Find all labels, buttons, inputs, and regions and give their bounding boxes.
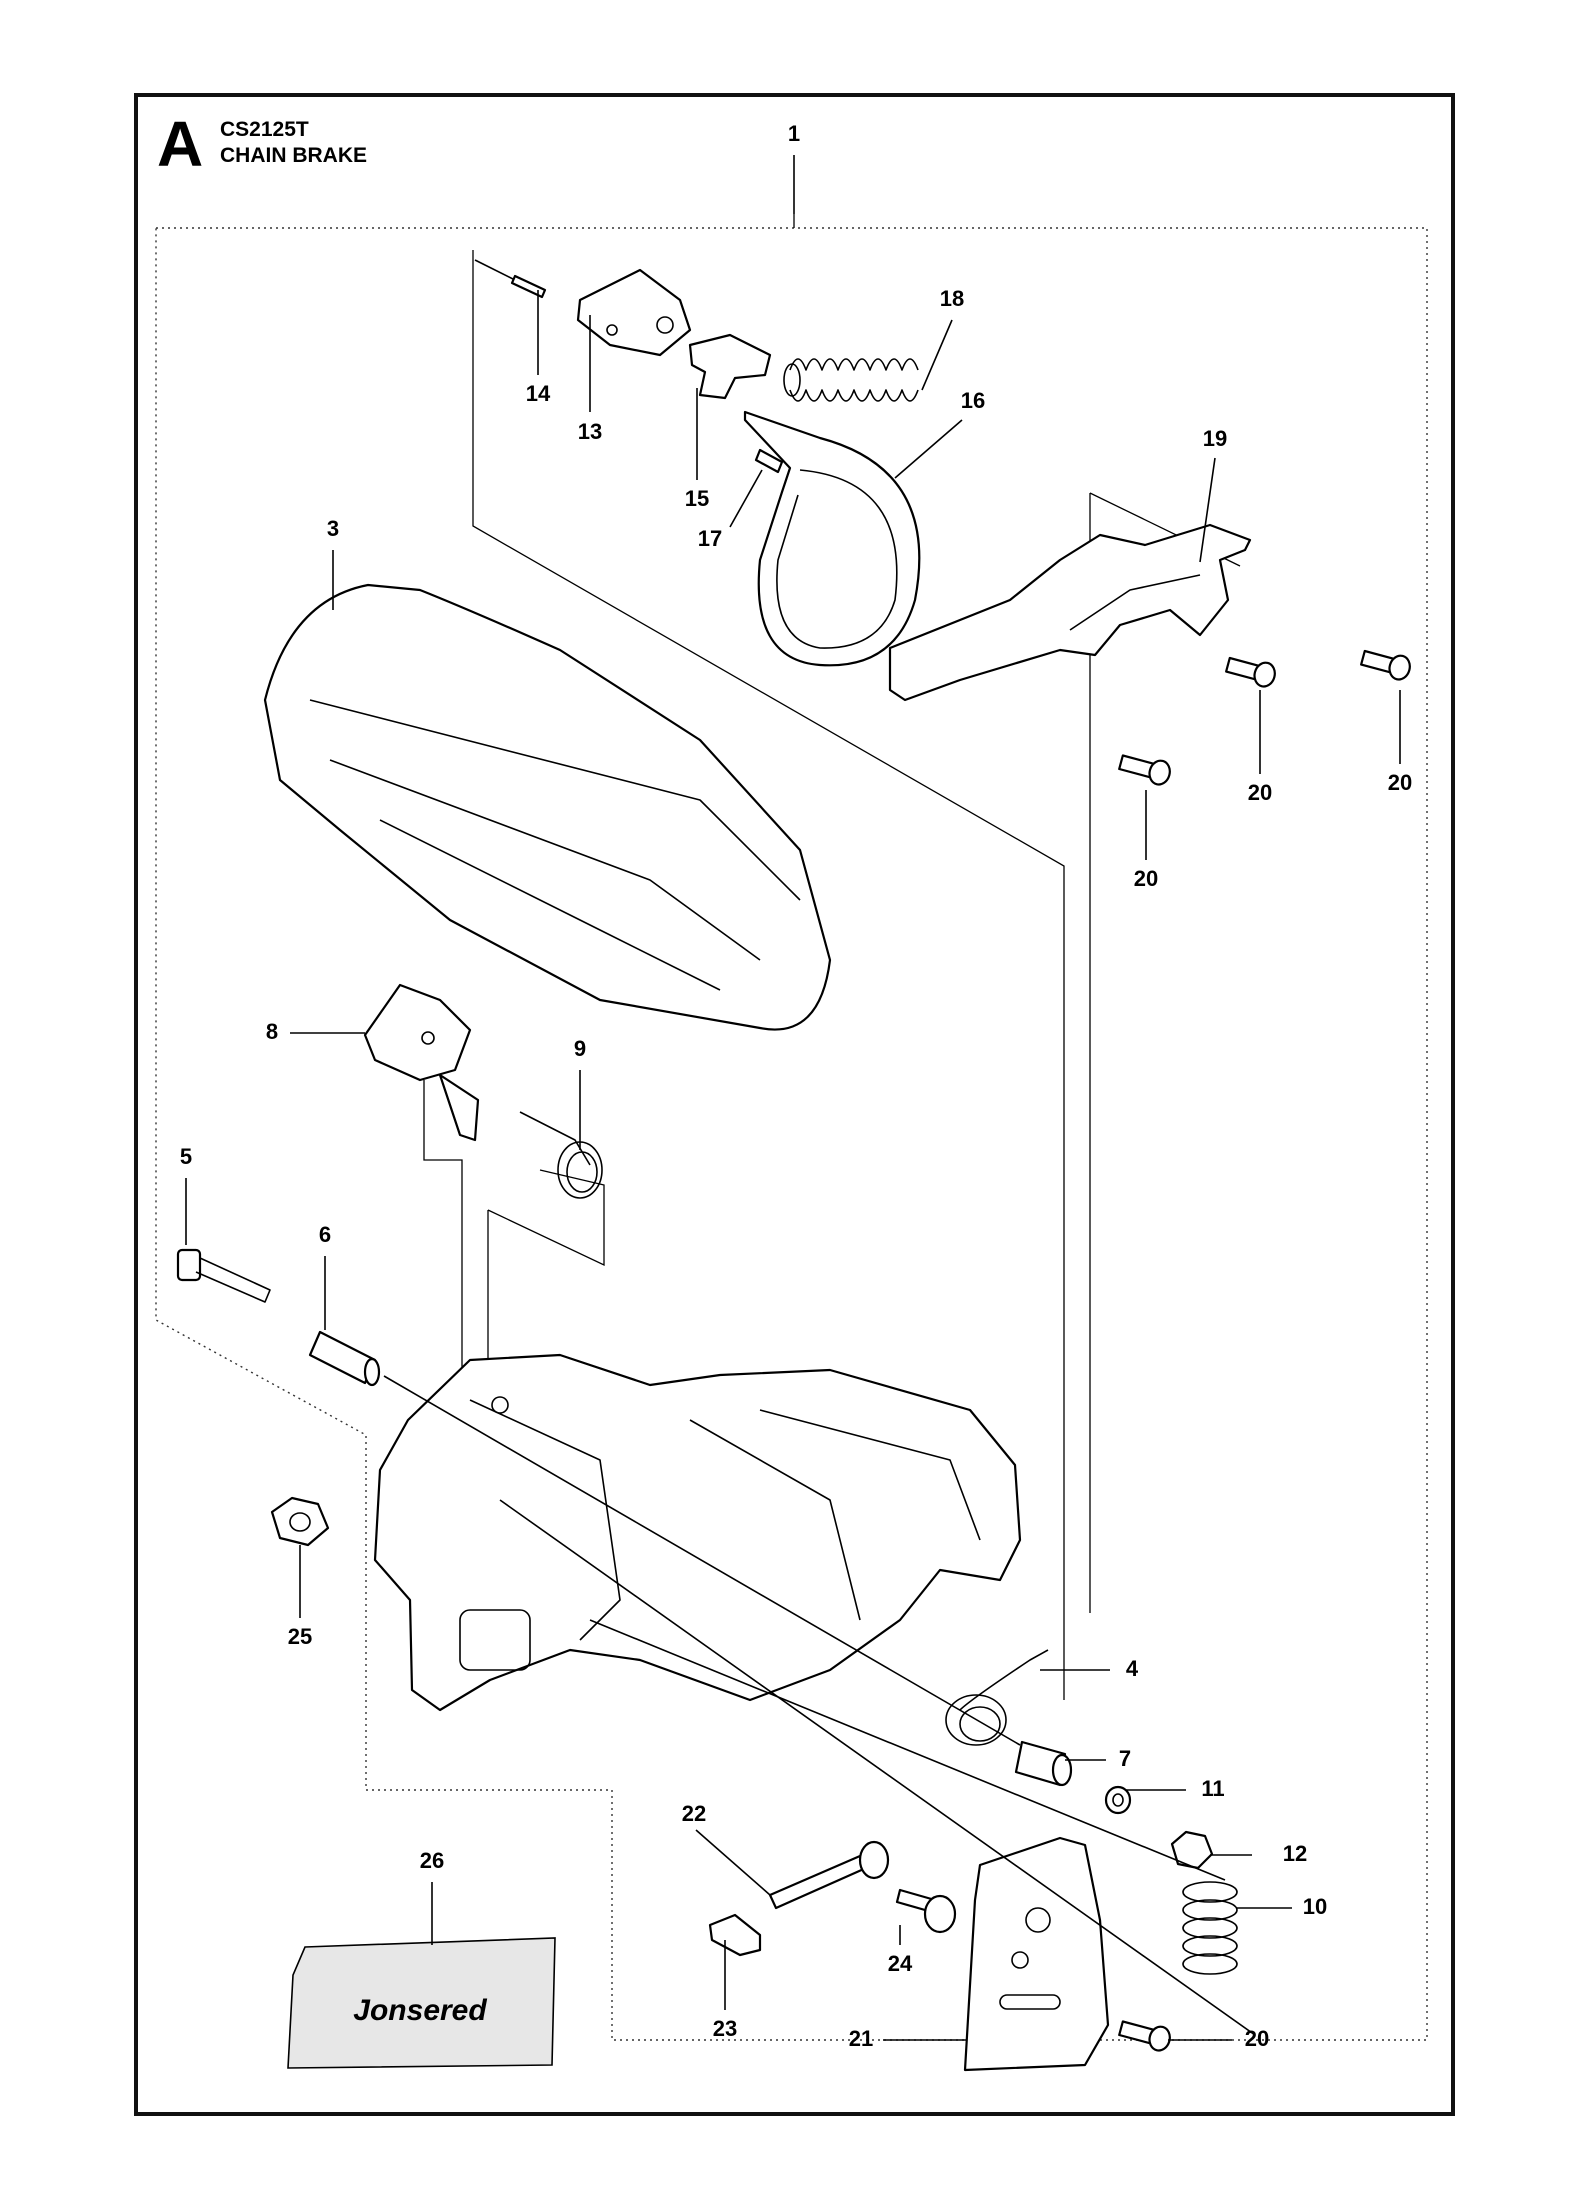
callout-4: 4 bbox=[1126, 1656, 1139, 1681]
part-19-bracket bbox=[888, 523, 1252, 702]
callout-1: 1 bbox=[788, 121, 800, 146]
part-12-nut bbox=[1170, 1830, 1214, 1870]
model-code: CS2125T bbox=[220, 118, 309, 141]
callout-20-b: 20 bbox=[1248, 780, 1272, 805]
callout-16: 16 bbox=[961, 388, 985, 413]
part-13-lever bbox=[576, 268, 692, 357]
callout-20-c: 20 bbox=[1134, 866, 1158, 891]
callout-26: 26 bbox=[420, 1848, 444, 1873]
part-23-nipple bbox=[708, 1913, 762, 1957]
callouts: 1 3 4 5 6 7 8 9 10 11 12 13 14 15 16 17 … bbox=[180, 121, 1412, 2051]
brand-logo-text: Jonsered bbox=[353, 1994, 487, 2027]
part-11-washer bbox=[1104, 1785, 1132, 1815]
part-6-sleeve bbox=[308, 1330, 381, 1387]
callout-17: 17 bbox=[698, 526, 722, 551]
part-26-label-plate: Jonsered bbox=[287, 1937, 556, 2069]
part-18-spring bbox=[783, 358, 919, 402]
callout-22: 22 bbox=[682, 1801, 706, 1826]
assembly-boundary bbox=[155, 227, 1428, 2041]
callout-20-d: 20 bbox=[1245, 2026, 1269, 2051]
group-lines bbox=[423, 214, 1241, 1700]
callout-3: 3 bbox=[327, 516, 339, 541]
part-3-cover bbox=[263, 583, 832, 1031]
diagram-frame bbox=[134, 93, 1455, 2116]
part-21-plate bbox=[963, 1836, 1110, 2072]
part-24-screw bbox=[895, 1888, 957, 1934]
section-letter: A bbox=[157, 108, 204, 180]
callout-20-a: 20 bbox=[1388, 770, 1412, 795]
callout-24: 24 bbox=[888, 1951, 913, 1976]
part-9-spring bbox=[519, 1111, 603, 1199]
callout-5: 5 bbox=[180, 1144, 192, 1169]
part-16-brake-band bbox=[743, 410, 921, 667]
part-housing bbox=[373, 1353, 1022, 1712]
part-15-catch bbox=[688, 333, 772, 400]
callout-8: 8 bbox=[266, 1019, 278, 1044]
callout-23: 23 bbox=[713, 2016, 737, 2041]
leader-lines bbox=[185, 155, 1401, 2041]
callout-14: 14 bbox=[526, 381, 551, 406]
callout-21: 21 bbox=[849, 2026, 873, 2051]
callout-11: 11 bbox=[1201, 1776, 1224, 1801]
callout-12: 12 bbox=[1283, 1841, 1307, 1866]
part-10-spring bbox=[1182, 1881, 1238, 1975]
part-4-spring bbox=[945, 1649, 1049, 1746]
section-title: CHAIN BRAKE bbox=[220, 144, 367, 167]
callout-25: 25 bbox=[288, 1624, 312, 1649]
part-14-pin bbox=[474, 259, 547, 299]
part-25-nut bbox=[270, 1496, 330, 1547]
part-20-screws bbox=[1118, 649, 1411, 2052]
callout-6: 6 bbox=[319, 1222, 331, 1247]
callout-7: 7 bbox=[1119, 1746, 1131, 1771]
part-7-sleeve bbox=[1014, 1740, 1073, 1787]
callout-15: 15 bbox=[685, 486, 709, 511]
callout-18: 18 bbox=[940, 286, 964, 311]
part-22-pin bbox=[768, 1840, 890, 1910]
callout-10: 10 bbox=[1303, 1894, 1327, 1919]
part-8-lever bbox=[363, 983, 480, 1142]
part-5-bolt bbox=[176, 1248, 271, 1303]
part-17-rivet bbox=[754, 448, 784, 474]
callout-19: 19 bbox=[1203, 426, 1227, 451]
callout-13: 13 bbox=[578, 419, 602, 444]
callout-9: 9 bbox=[574, 1036, 586, 1061]
